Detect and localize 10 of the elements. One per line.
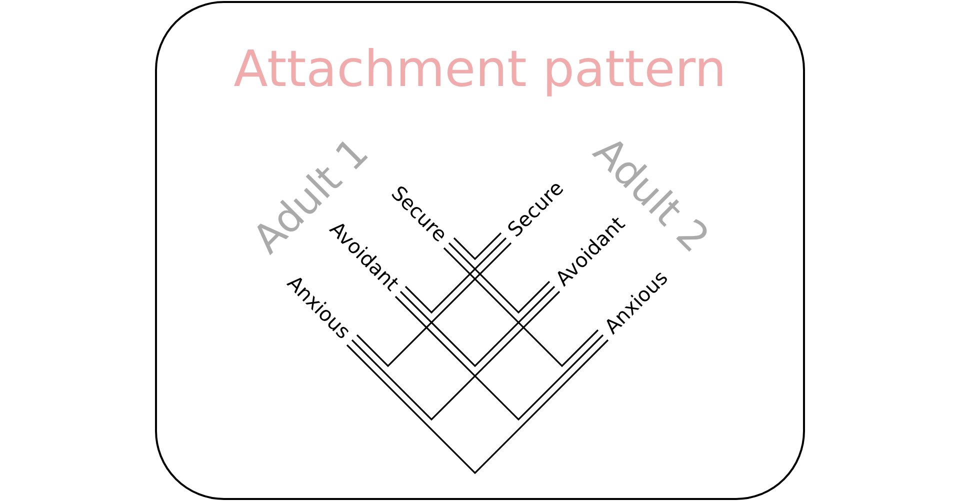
connector-line xyxy=(346,339,609,474)
diagram-title: Attachment pattern xyxy=(234,44,726,94)
connector-line xyxy=(394,296,604,421)
connector-line xyxy=(443,247,599,368)
connector-line xyxy=(356,242,512,368)
connector-line xyxy=(400,286,556,368)
connector-line xyxy=(351,290,560,421)
connector-line xyxy=(453,232,502,260)
connector-line xyxy=(404,237,507,314)
connector-line xyxy=(448,242,550,314)
